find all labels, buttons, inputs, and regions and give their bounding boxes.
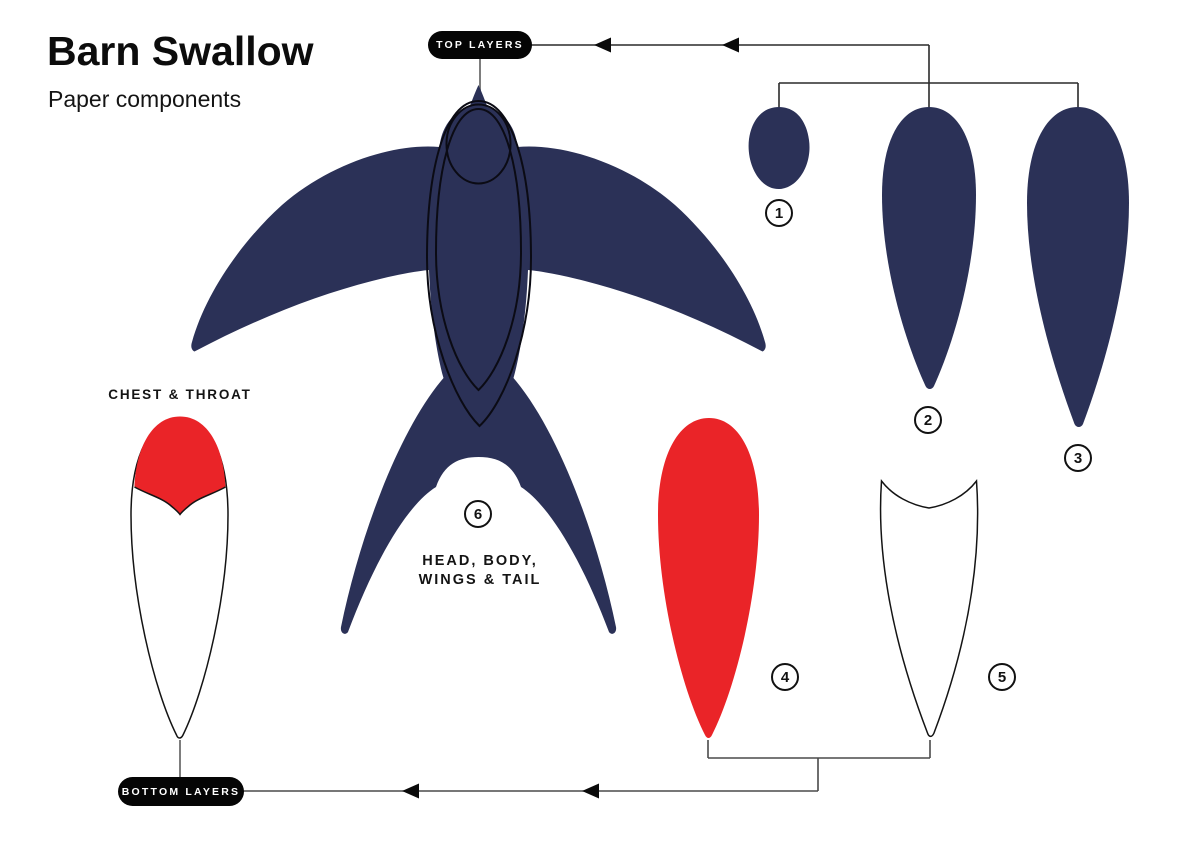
part-3-number: 3 xyxy=(1073,449,1083,467)
part-4-number: 4 xyxy=(780,668,790,686)
part-6-number-badge: 6 xyxy=(464,500,492,528)
bird-body-outline-inner xyxy=(434,107,523,392)
bottom-layers-badge-label: BOTTOM LAYERS xyxy=(121,785,241,798)
arrowhead-bottom-left-icon xyxy=(402,783,419,799)
bird-body-outline-outer xyxy=(425,99,533,428)
bird-parts-label-line2: WINGS & TAIL xyxy=(418,572,542,588)
part-4-shape xyxy=(658,418,759,738)
part-5-shape xyxy=(879,478,979,738)
top-layers-badge-label: TOP LAYERS xyxy=(436,39,524,51)
part-3-number-badge: 3 xyxy=(1064,444,1092,472)
bird-silhouette xyxy=(191,85,766,634)
throat-scallop-line xyxy=(134,486,226,516)
chest-throat-label: CHEST & THROAT xyxy=(108,387,252,402)
part-2-shape xyxy=(882,107,976,389)
part-5-number: 5 xyxy=(997,668,1007,686)
arrowhead-bottom-right-icon xyxy=(582,783,599,799)
part-2-number: 2 xyxy=(923,411,933,429)
part-1-number: 1 xyxy=(774,204,784,222)
bottom-layers-badge: BOTTOM LAYERS xyxy=(118,777,244,806)
part-1-number-badge: 1 xyxy=(765,199,793,227)
page-subtitle: Paper components xyxy=(48,86,242,112)
throat-patch xyxy=(134,416,226,515)
bird-parts-label: HEAD, BODY, WINGS & TAIL xyxy=(370,552,590,590)
page-title: Barn Swallow xyxy=(47,28,314,74)
part-3-shape xyxy=(1027,107,1129,427)
arrowhead-top-left-icon xyxy=(594,37,611,53)
part-1-shape xyxy=(748,107,810,189)
part-2-number-badge: 2 xyxy=(914,406,942,434)
part-5-number-badge: 5 xyxy=(988,663,1016,691)
bird-parts-label-line1: HEAD, BODY, xyxy=(422,553,538,569)
chest-shape xyxy=(130,417,229,739)
bird-head-outline xyxy=(445,103,512,185)
part-4-number-badge: 4 xyxy=(771,663,799,691)
top-layers-badge: TOP LAYERS xyxy=(428,31,532,59)
part-6-number: 6 xyxy=(473,505,483,523)
arrowhead-top-right-icon xyxy=(722,37,739,53)
